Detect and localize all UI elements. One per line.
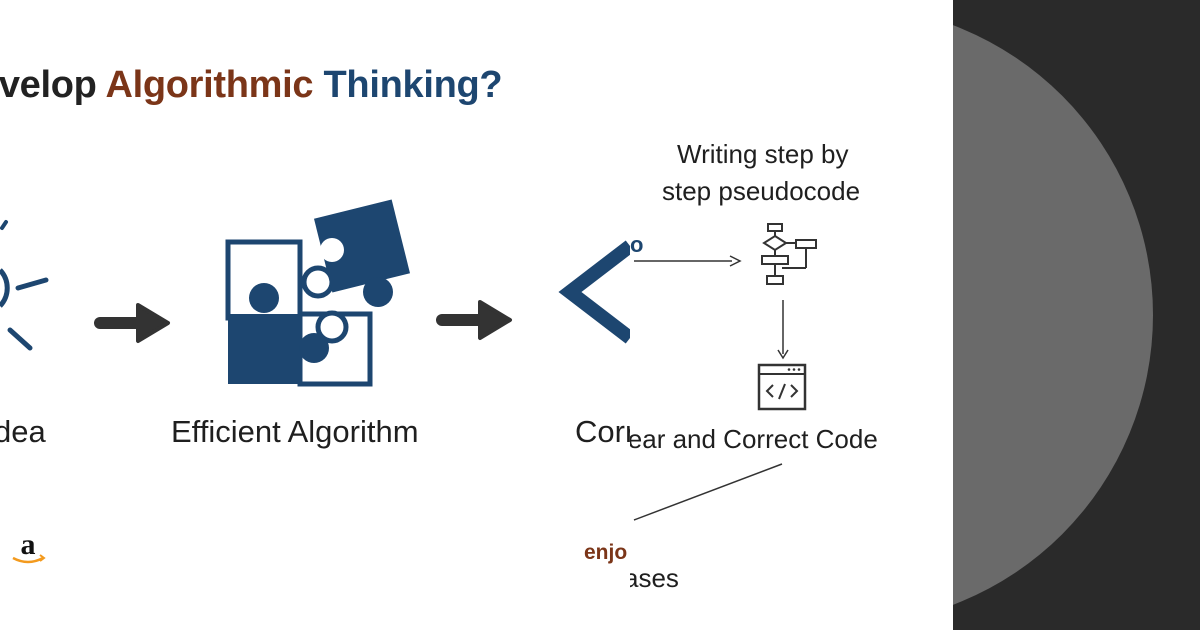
arrow-right-icon <box>94 303 170 343</box>
amazon-logo-icon: a <box>7 528 49 566</box>
slide: evelop Algorithmic Thinking? enjoy algor… <box>0 0 953 630</box>
inset-step-label-line1: Writing step by <box>677 139 849 169</box>
inset-corner-mark: o <box>630 232 644 257</box>
inset-step-label-line2: step pseudocode <box>662 176 861 206</box>
chevron-left-icon <box>558 240 635 344</box>
title-part-algorithmic: Algorithmic <box>105 64 314 106</box>
stage-label-algorithm: Efficient Algorithm <box>171 414 419 449</box>
watermark-fragment: enjo <box>584 541 628 564</box>
page-title: evelop Algorithmic Thinking? <box>0 64 503 107</box>
decorative-circle <box>953 25 1153 605</box>
flowchart-icon <box>761 223 817 285</box>
inset-overlay: o Writing step by step pseudocode <box>630 0 953 630</box>
stage-label-idea: dea <box>0 414 46 449</box>
connector-line <box>633 463 783 521</box>
lightbulb-rays-icon <box>0 220 49 351</box>
stage-label-correct: Corr <box>575 414 636 449</box>
title-part-plain: evelop <box>0 64 97 106</box>
background-panel <box>953 0 1200 630</box>
puzzle-pieces-icon <box>225 199 411 387</box>
svg-text:a: a <box>21 528 36 561</box>
connector-arrow <box>777 300 789 360</box>
connector-arrow <box>634 255 742 267</box>
code-window-icon <box>757 363 807 411</box>
arrow-right-icon <box>436 300 512 340</box>
inset-cases-label: ases <box>630 563 679 593</box>
title-part-thinking: Thinking? <box>313 64 503 106</box>
inset-code-label: lear and Correct Code <box>630 424 878 454</box>
